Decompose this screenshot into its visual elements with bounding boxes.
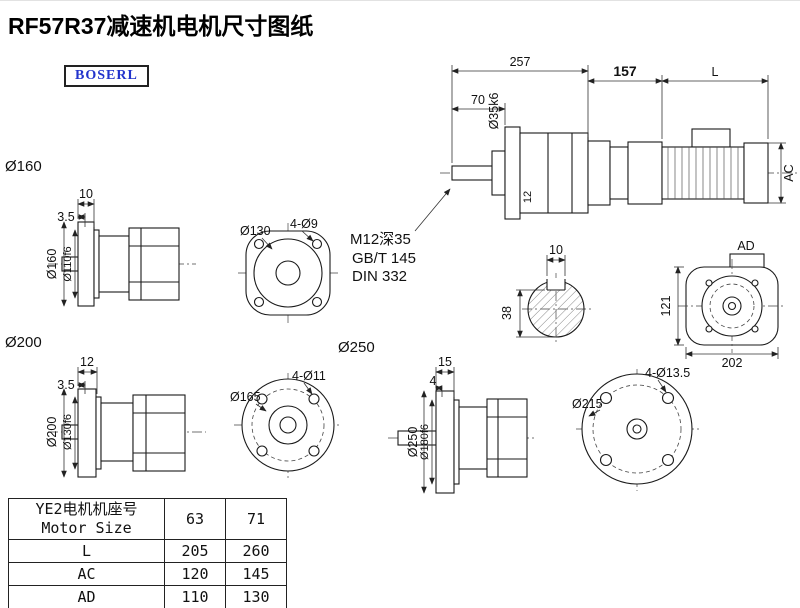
flange200-view: Ø200 12 3.5 Ø200 Ø130f6 [5, 334, 206, 477]
flange250-dim2: 4 [430, 374, 437, 388]
note-standard-gbt: GB/T 145 [352, 250, 416, 267]
table-cell-value: 205 [165, 540, 226, 563]
flange250-plate [436, 391, 454, 493]
flange250-dim1: 15 [438, 355, 452, 369]
table-cell-value: 130 [226, 586, 287, 608]
note-tap: M12深35 [350, 231, 411, 248]
terminal-box [692, 129, 730, 147]
flange160-label: Ø160 [5, 158, 42, 175]
motor-rear-view: AD 121 202 [659, 239, 786, 370]
face165-holes: 4-Ø11 [292, 369, 326, 383]
face130-label: Ø130 [240, 224, 271, 238]
motor-size-label-cn: YE2电机机座号 [9, 500, 164, 519]
shaft-tap-notes: M12深35 GB/T 145 DIN 332 [350, 231, 416, 285]
flange160-dim2: 3.5 [57, 210, 74, 224]
table-cell-value: 110 [165, 586, 226, 608]
table-cell-frame-71: 71 [226, 499, 287, 540]
face130-view: Ø130 4-Ø9 [238, 217, 338, 323]
dim-ad: AD [737, 239, 754, 253]
flange160-dim1: 10 [79, 187, 93, 201]
face215-holes: 4-Ø13.5 [645, 366, 690, 380]
dim-overall: 257 [510, 55, 531, 69]
main-assembly-view: 257 157 L 70 Ø35k6 12 AC [415, 55, 798, 231]
table-row-L: L 205 260 [9, 540, 287, 563]
face165-view: Ø165 4-Ø11 [230, 369, 342, 479]
motor-size-label-en: Motor Size [9, 519, 164, 538]
flange200-dim1: 12 [80, 355, 94, 369]
table-header-row: YE2电机机座号 Motor Size 63 71 [9, 499, 287, 540]
dim-202: 202 [722, 356, 743, 370]
table-cell-label: AD [9, 586, 165, 608]
flange160-od: Ø160 [45, 249, 59, 280]
dim-front: 70 [471, 93, 485, 107]
flange160-view: Ø160 10 3.5 Ø160 Ø110f6 [5, 158, 196, 306]
face215-label: Ø215 [572, 397, 603, 411]
flange200-spigot: Ø130f6 [62, 414, 74, 450]
table-cell-motor-size: YE2电机机座号 Motor Size [9, 499, 165, 540]
flange250-od: Ø250 [406, 427, 420, 458]
table-cell-value: 145 [226, 563, 287, 586]
face215-view: Ø215 4-Ø13.5 [572, 366, 700, 491]
fan-cowl [744, 143, 768, 203]
dim-ac: AC [782, 164, 796, 181]
output-flange [505, 127, 520, 219]
table-row-AC: AC 120 145 [9, 563, 287, 586]
flange200-label: Ø200 [5, 334, 42, 351]
dim-121: 121 [659, 296, 673, 317]
motor-flange [628, 142, 662, 204]
dim-mid: 157 [613, 63, 637, 79]
shaft-section-view: 10 38 [500, 243, 592, 345]
table-cell-frame-63: 63 [165, 499, 226, 540]
flange160-spigot: Ø110f6 [62, 246, 74, 281]
table-cell-label: AC [9, 563, 165, 586]
face130-holes: 4-Ø9 [290, 217, 318, 231]
note-standard-din: DIN 332 [352, 268, 407, 285]
flange250-spigot: Ø180f6 [419, 424, 431, 460]
dim-flange-thickness: 12 [522, 191, 534, 203]
dim-motor-length: L [712, 65, 719, 79]
flange200-plate [78, 389, 96, 477]
flange250-label: Ø250 [338, 339, 375, 356]
dim-key-width: 10 [549, 243, 563, 257]
flange250-view: Ø250 15 4 Ø250 Ø180f6 [338, 339, 534, 493]
flange160-plate [78, 222, 94, 306]
face165-label: Ø165 [230, 390, 261, 404]
flange200-dim2: 3.5 [57, 378, 74, 392]
table-cell-label: L [9, 540, 165, 563]
flange200-od: Ø200 [45, 417, 59, 448]
dim-key-depth: 38 [500, 306, 514, 320]
table-cell-value: 120 [165, 563, 226, 586]
motor-size-table: YE2电机机座号 Motor Size 63 71 L 205 260 AC 1… [8, 498, 287, 608]
table-row-AD: AD 110 130 [9, 586, 287, 608]
shaft-diameter-label: Ø35k6 [487, 93, 501, 130]
table-cell-value: 260 [226, 540, 287, 563]
